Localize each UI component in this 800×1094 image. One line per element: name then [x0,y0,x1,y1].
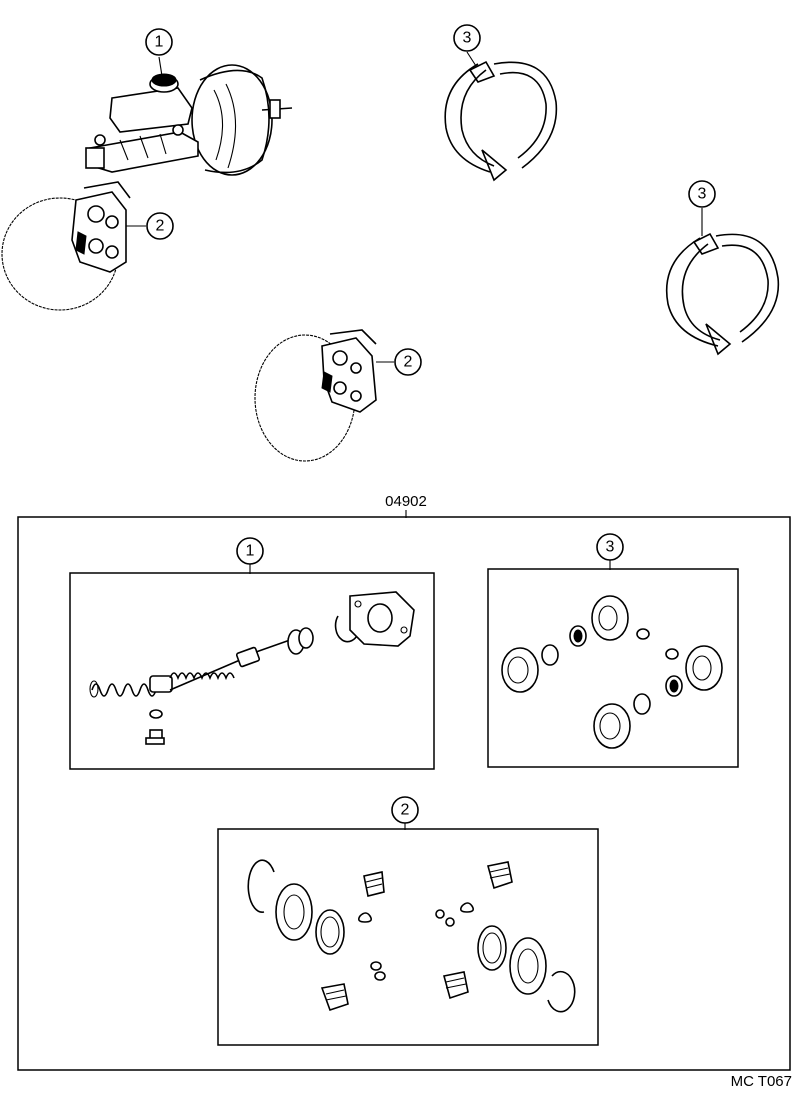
caliper-kit-box [217,828,599,1046]
callout-caliper-left: 2 [126,212,174,240]
master-cylinder-assembly[interactable] [85,64,293,176]
svg-text:3: 3 [463,30,472,47]
rear-right-brake-shoe[interactable] [665,232,780,356]
front-left-caliper-assembly[interactable] [1,181,131,311]
callout-shoe-right: 3 [688,180,716,236]
svg-text:1: 1 [155,34,164,51]
callout-kit-3: 3 [596,533,624,570]
svg-text:2: 2 [401,802,410,819]
callout-master-cylinder: 1 [145,28,173,77]
caliper-seal-kit[interactable] [247,859,576,1013]
callout-caliper-center: 2 [376,348,422,376]
wheel-cylinder-kit-box [487,568,739,768]
svg-text:3: 3 [698,186,707,203]
kit-number-label: 04902 [385,493,427,510]
rear-left-brake-shoe[interactable] [444,60,558,182]
svg-text:3: 3 [606,539,615,556]
wheel-cylinder-kit[interactable] [501,595,723,749]
drawing-code: MC T067 [731,1073,792,1090]
svg-text:2: 2 [156,218,165,235]
front-right-caliper-assembly[interactable] [254,329,377,462]
svg-text:2: 2 [404,354,413,371]
callout-kit-1: 1 [236,537,264,574]
master-cylinder-kit-box [69,572,435,770]
callout-kit-2: 2 [391,796,419,830]
master-cylinder-piston-kit[interactable] [89,591,415,745]
kit-outer-box [17,516,791,1071]
callout-shoe-top: 3 [453,24,481,67]
svg-text:1: 1 [246,543,255,560]
